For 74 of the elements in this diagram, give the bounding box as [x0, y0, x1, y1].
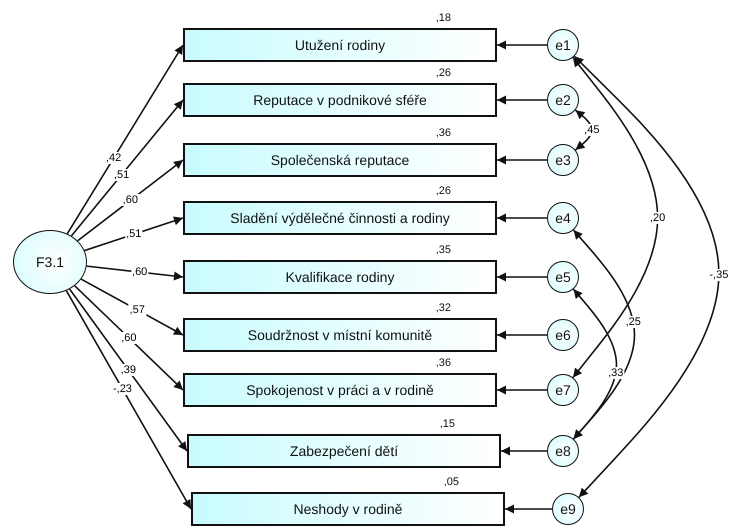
- covariance-arrow: [574, 56, 720, 498]
- variable-name: e4: [555, 210, 571, 226]
- path-arrow: [86, 265, 184, 280]
- variable-name: e7: [555, 382, 571, 398]
- path-arrow: [77, 159, 184, 242]
- r-squared-value: ,05: [444, 476, 459, 488]
- path-arrow: [66, 44, 184, 234]
- error-term-circle: [552, 493, 584, 525]
- indicator-name: Neshody v rodině: [294, 501, 402, 517]
- edge-label: ,60: [122, 194, 139, 206]
- edge-label: ,25: [624, 316, 642, 328]
- indicator-name: Sladění výdělečné činnosti a rodiny: [230, 210, 450, 226]
- edge-label: ,60: [120, 332, 138, 344]
- edge-label: ,33: [607, 366, 624, 379]
- path-arrow: [497, 214, 547, 222]
- error-term-circle: [547, 374, 579, 406]
- variable-name: e2: [555, 92, 571, 108]
- r-squared-value: ,26: [436, 67, 451, 79]
- edge-label: ,57: [128, 304, 146, 316]
- variable-name: e6: [555, 327, 571, 343]
- edge-label: ,51: [112, 168, 130, 181]
- r-squared-value: ,36: [436, 357, 451, 369]
- error-term-circle: [547, 319, 579, 351]
- edge-label: ,51: [125, 228, 142, 240]
- path-arrow: [70, 100, 184, 236]
- path-arrow: [497, 272, 547, 282]
- error-term-circle: [547, 202, 579, 234]
- indicator-name: Reputace v podnikové sféře: [253, 92, 427, 108]
- path-arrow: [505, 504, 552, 514]
- edge-label: ,60: [131, 266, 148, 278]
- edge-label: ,39: [120, 364, 137, 376]
- latent-factor-ellipse: [13, 230, 87, 294]
- covariance-arrow: [572, 288, 618, 440]
- variable-name: e9: [560, 501, 576, 517]
- r-squared-value: ,32: [436, 302, 451, 314]
- edge-label: ,20: [649, 212, 666, 224]
- r-squared-value: ,35: [436, 244, 451, 256]
- path-arrow: [66, 290, 192, 510]
- r-squared-value: ,18: [436, 12, 451, 24]
- path-arrow: [501, 446, 547, 456]
- error-term-circle: [547, 84, 579, 116]
- variable-name: e1: [555, 37, 571, 53]
- variable-name: e3: [555, 152, 571, 168]
- path-arrow: [497, 330, 547, 340]
- error-term-circle: [547, 435, 579, 467]
- edge-label: -,35: [708, 268, 730, 281]
- path-arrow: [69, 288, 188, 452]
- r-squared-value: ,36: [436, 127, 451, 139]
- indicator-name: Spokojenost v práci a v rodině: [246, 382, 434, 398]
- error-term-circle: [547, 261, 579, 293]
- indicator-name: Společenská reputace: [270, 152, 410, 168]
- path-arrow: [497, 386, 547, 394]
- r-squared-value: ,15: [440, 418, 455, 430]
- indicator-name: Zabezpečení dětí: [290, 443, 398, 459]
- path-arrow: [497, 40, 547, 50]
- path-arrow: [84, 216, 184, 252]
- path-arrow: [497, 96, 547, 104]
- error-term-circle: [547, 144, 579, 176]
- path-arrow: [80, 278, 184, 336]
- edge-label: ,45: [583, 124, 600, 136]
- covariance-arrow: [572, 57, 658, 378]
- covariance-arrow: [572, 230, 636, 440]
- edge-label: -,23: [112, 382, 133, 395]
- path-arrow: [74, 285, 184, 391]
- edge-label: ,42: [104, 152, 122, 164]
- variable-name: e8: [555, 443, 571, 459]
- indicator-name: Kvalifikace rodiny: [286, 269, 394, 285]
- variable-name: e5: [555, 269, 571, 285]
- variable-name: F3.1: [36, 254, 64, 270]
- error-term-circle: [547, 29, 579, 61]
- r-squared-value: ,26: [436, 185, 451, 197]
- indicator-name: Soudržnost v místní komunitě: [248, 327, 432, 343]
- path-arrow: [497, 156, 547, 164]
- indicator-name: Utužení rodiny: [294, 37, 386, 53]
